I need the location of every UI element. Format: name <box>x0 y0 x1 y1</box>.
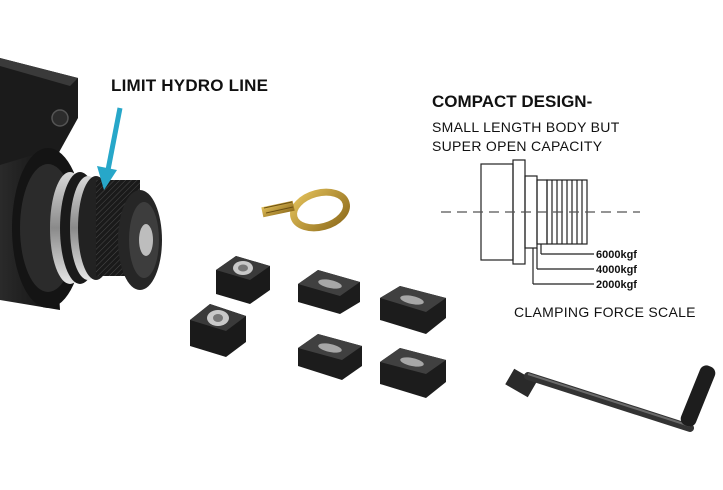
t-clamp-slotted <box>380 348 446 398</box>
clamp-block-with-bolt <box>216 256 270 304</box>
compact-design-diagram <box>441 159 640 285</box>
hydraulic-cylinder <box>0 58 162 310</box>
t-clamp-slotted <box>298 334 362 380</box>
force-label-6000: 6000kgf <box>596 249 637 261</box>
force-label-4000: 4000kgf <box>596 264 637 276</box>
compact-design-title: COMPACT DESIGN- <box>432 92 593 111</box>
compact-design-line1: SMALL LENGTH BODY BUT <box>432 119 620 135</box>
t-clamp-slotted <box>380 286 446 334</box>
clamping-force-scale-label: CLAMPING FORCE SCALE <box>514 304 696 320</box>
crank-handle <box>505 365 716 432</box>
limit-hydro-line-label: LIMIT HYDRO LINE <box>111 76 269 95</box>
force-label-2000: 2000kgf <box>596 279 637 291</box>
compact-design-line2: SUPER OPEN CAPACITY <box>432 138 603 154</box>
clamp-block-with-bolt <box>190 304 246 357</box>
eye-bolt <box>261 188 350 232</box>
t-clamp-slotted <box>298 270 360 314</box>
limit-hydro-arrow <box>97 107 123 190</box>
